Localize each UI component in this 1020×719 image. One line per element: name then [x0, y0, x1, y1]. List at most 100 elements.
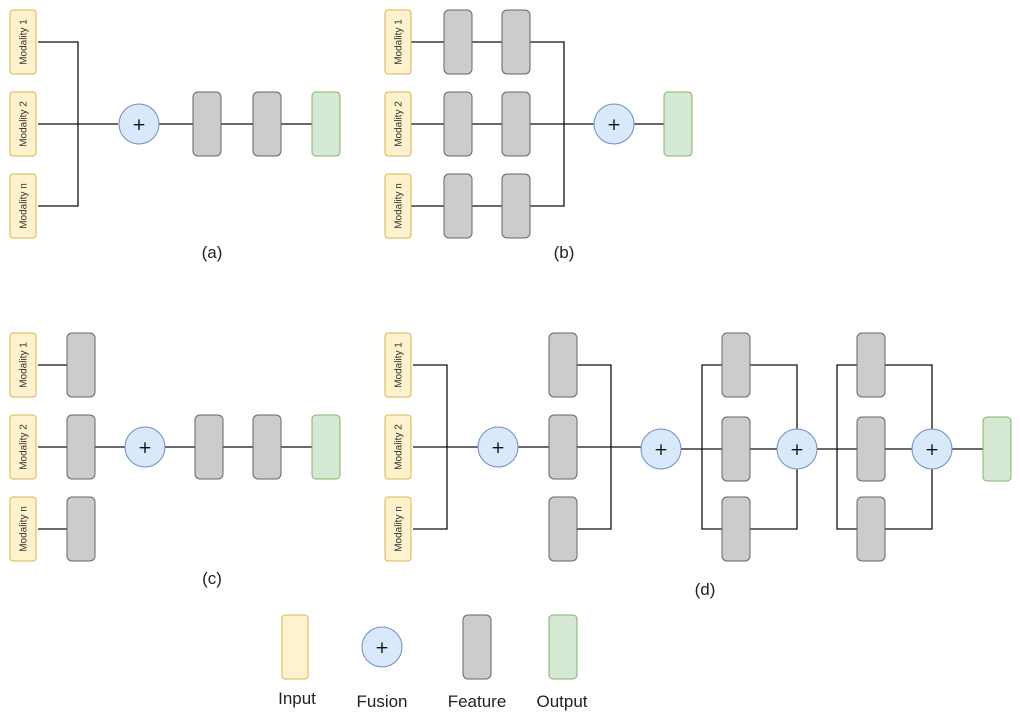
c-input-2: Modality 2 — [9, 414, 37, 480]
d-feature-stage2-2 — [721, 416, 751, 482]
fusion-circle — [477, 426, 519, 468]
caption-d: (d) — [695, 580, 716, 599]
connector-line — [836, 364, 857, 530]
legend-feature-swatch — [462, 614, 492, 680]
connector-line — [701, 364, 722, 530]
plus-icon: + — [607, 115, 621, 135]
legend-fusion-swatch: + — [361, 626, 403, 668]
input-box — [384, 9, 412, 75]
b-feature-col2-3 — [501, 173, 531, 239]
fusion-circle — [118, 103, 160, 145]
plus-icon: + — [491, 438, 505, 458]
modality-label: Modality 2 — [19, 424, 30, 470]
b-input-3: Modality n — [384, 173, 412, 239]
fusion-circle — [640, 428, 682, 470]
d-fusion-node-4: + — [911, 428, 953, 470]
modality-label: Modality n — [19, 183, 30, 229]
modality-label: Modality 2 — [394, 424, 405, 470]
c-output — [311, 414, 341, 480]
input-box — [384, 496, 412, 562]
plus-icon: + — [790, 440, 804, 460]
d-feature-stage2-3 — [721, 496, 751, 562]
d-fusion-node-2: + — [640, 428, 682, 470]
d-feature-stage3-1 — [856, 332, 886, 398]
input-box — [384, 332, 412, 398]
legend-input-swatch — [281, 614, 309, 680]
b-output — [663, 91, 693, 157]
input-box — [9, 496, 37, 562]
input-box — [9, 9, 37, 75]
legend-output-swatch — [548, 614, 578, 680]
c-fusion-node: + — [124, 426, 166, 468]
fusion-circle — [124, 426, 166, 468]
modality-label: Modality 1 — [19, 342, 30, 388]
modality-label: Modality n — [19, 506, 30, 552]
legend-label-feature: Feature — [448, 692, 507, 711]
caption-a: (a) — [202, 243, 223, 262]
c-input-1: Modality 1 — [9, 332, 37, 398]
c-feature-2b — [252, 414, 282, 480]
input-box — [9, 91, 37, 157]
a-input-modality-2: Modality 2 — [9, 91, 37, 157]
caption-b: (b) — [554, 243, 575, 262]
d-output — [982, 416, 1012, 482]
b-feature-col1-1 — [443, 9, 473, 75]
caption-c: (c) — [202, 569, 222, 588]
d-input-1: Modality 1 — [384, 332, 412, 398]
a-output — [311, 91, 341, 157]
b-fusion-node: + — [593, 103, 635, 145]
d-input-3: Modality n — [384, 496, 412, 562]
modality-label: Modality n — [394, 506, 405, 552]
input-box — [384, 91, 412, 157]
a-input-modality-1: Modality 1 — [9, 9, 37, 75]
legend-label-fusion: Fusion — [356, 692, 407, 711]
modality-label: Modality 2 — [19, 101, 30, 147]
modality-label: Modality 2 — [394, 101, 405, 147]
a-feature-1 — [192, 91, 222, 157]
b-input-2: Modality 2 — [384, 91, 412, 157]
diagram-text: (a) (b) (c) (d) Input Fusion Feature Out… — [202, 243, 716, 711]
input-box — [9, 173, 37, 239]
plus-icon: + — [925, 440, 939, 460]
plus-icon: + — [375, 638, 389, 658]
input-box — [9, 414, 37, 480]
plus-icon: + — [654, 440, 668, 460]
plus-icon: + — [138, 438, 152, 458]
c-feature-1 — [66, 332, 96, 398]
b-feature-col1-3 — [443, 173, 473, 239]
fusion-circle — [593, 103, 635, 145]
fusion-circle — [361, 626, 403, 668]
d-fusion-node-3: + — [776, 428, 818, 470]
b-input-1: Modality 1 — [384, 9, 412, 75]
b-feature-col2-1 — [501, 9, 531, 75]
c-feature-2 — [66, 414, 96, 480]
d-feature-stage3-3 — [856, 496, 886, 562]
a-fusion-node: + — [118, 103, 160, 145]
c-feature-3 — [66, 496, 96, 562]
modality-label: Modality 1 — [394, 342, 405, 388]
c-input-3: Modality n — [9, 496, 37, 562]
legend-label-input: Input — [278, 689, 316, 708]
input-box — [9, 332, 37, 398]
d-feature-stage1-3 — [548, 496, 578, 562]
d-fusion-node-1: + — [477, 426, 519, 468]
a-feature-2 — [252, 91, 282, 157]
d-feature-stage3-2 — [856, 416, 886, 482]
b-feature-col1-2 — [443, 91, 473, 157]
d-feature-stage2-1 — [721, 332, 751, 398]
input-box — [281, 614, 309, 680]
c-feature-2a — [194, 414, 224, 480]
fusion-circle — [911, 428, 953, 470]
input-box — [384, 173, 412, 239]
plus-icon: + — [132, 115, 146, 135]
d-feature-stage1-1 — [548, 332, 578, 398]
input-box — [384, 414, 412, 480]
fusion-circle — [776, 428, 818, 470]
modality-label: Modality 1 — [394, 19, 405, 65]
modality-label: Modality n — [394, 183, 405, 229]
b-feature-col2-2 — [501, 91, 531, 157]
diagram-nodes: Modality 1 Modality 2 Modality n + Modality … — [9, 9, 1012, 680]
d-feature-stage1-2 — [548, 414, 578, 480]
